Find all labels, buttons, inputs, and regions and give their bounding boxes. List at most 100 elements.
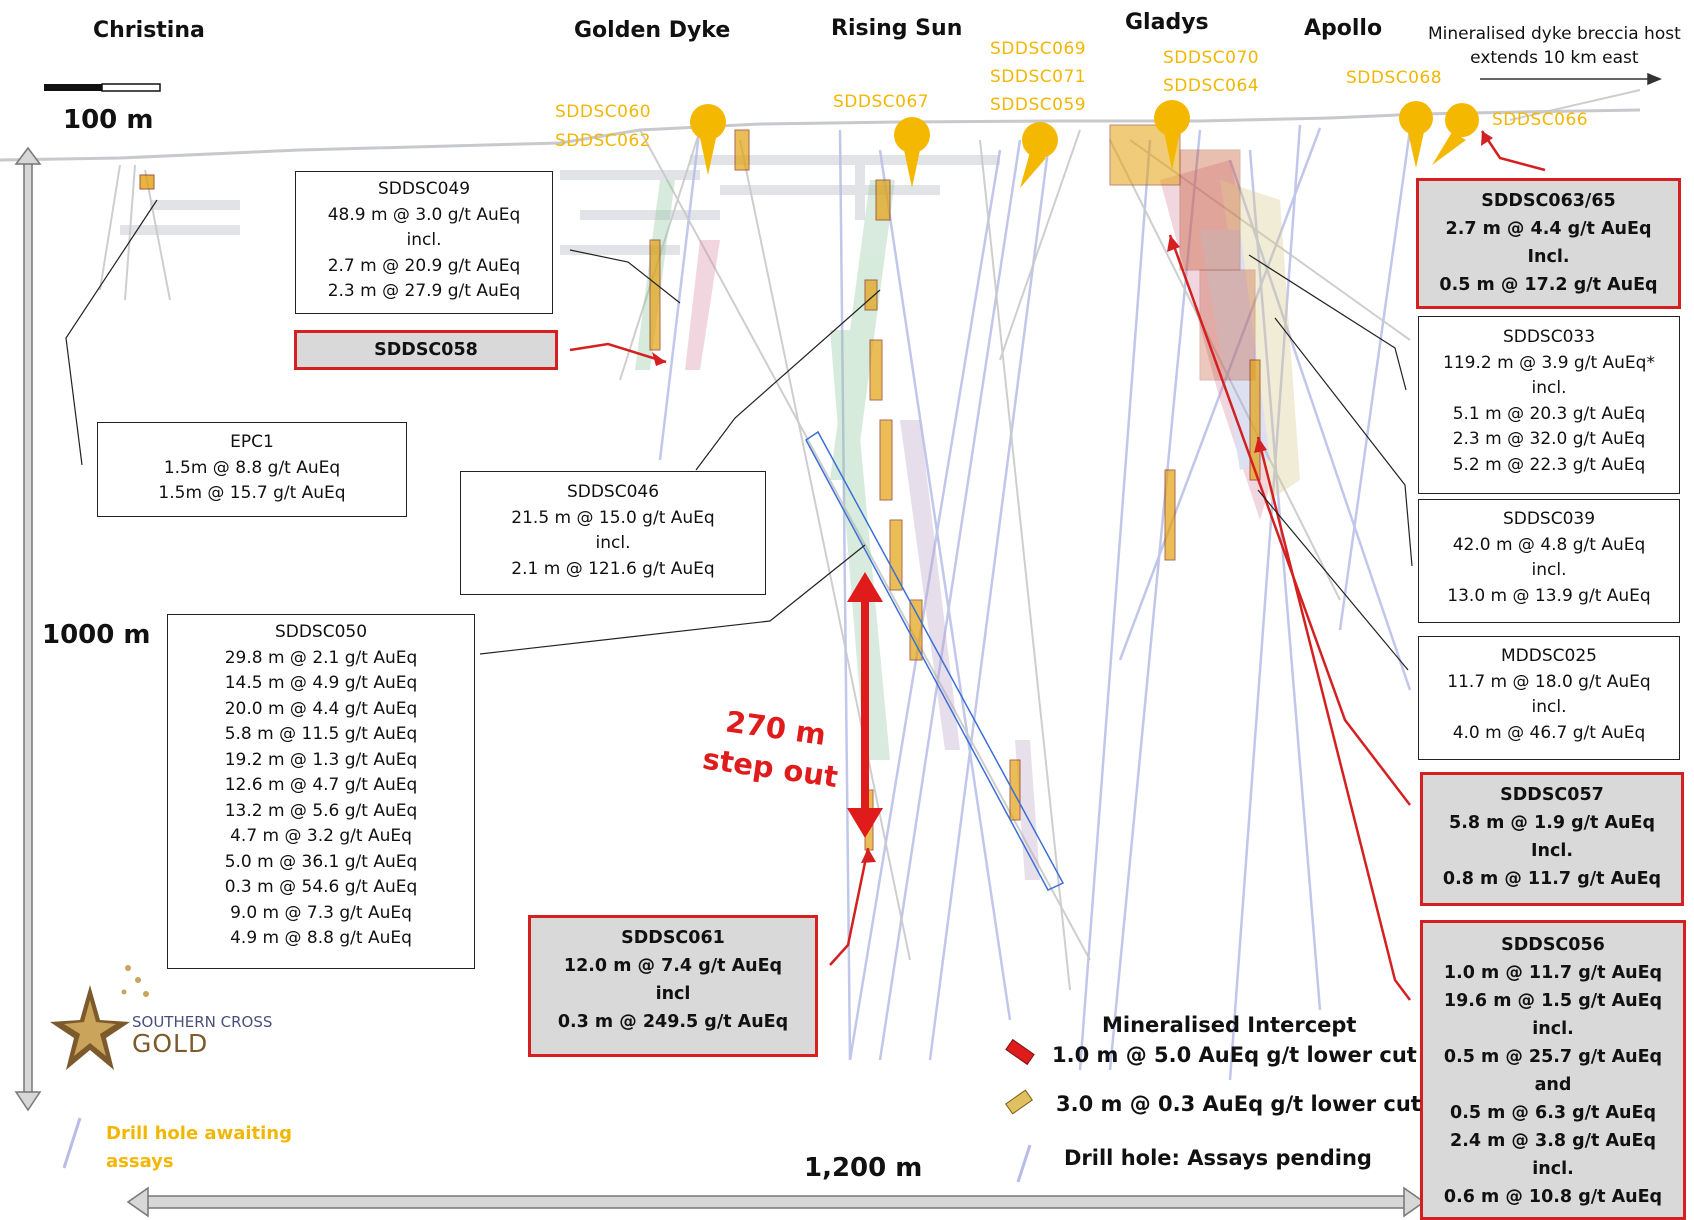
callout-sddsc033: SDDSC033 119.2 m @ 3.9 g/t AuEq* incl. 5…	[1418, 316, 1680, 494]
awaiting-line2: assays	[106, 1151, 174, 1172]
callout-line: incl.	[1531, 378, 1567, 398]
east-arrow	[1480, 72, 1662, 86]
scale-bar-light	[101, 83, 161, 92]
callout-line: EPC1	[230, 432, 274, 452]
callout-sddsc061: SDDSC061 12.0 m @ 7.4 g/t AuEq incl 0.3 …	[528, 915, 818, 1057]
hole-label-sddsc062: SDDSC062	[555, 131, 652, 151]
hole-label-sddsc071: SDDSC071	[990, 67, 1087, 87]
callout-line: and	[1534, 1075, 1572, 1095]
callout-line: 13.0 m @ 13.9 g/t AuEq	[1447, 585, 1651, 606]
awaiting-assays-icon	[62, 1117, 82, 1169]
zone-apollo: Apollo	[1304, 16, 1383, 41]
hole-label-sddsc066: SDDSC066	[1492, 110, 1589, 130]
legend-low-grade-label: 3.0 m @ 0.3 AuEq g/t lower cut	[1056, 1092, 1421, 1116]
callout-sddsc050: SDDSC050 29.8 m @ 2.1 g/t AuEq 14.5 m @ …	[167, 614, 475, 969]
callout-line: SDDSC063/65	[1481, 191, 1616, 211]
callout-line: 5.2 m @ 22.3 g/t AuEq	[1452, 454, 1646, 475]
vertical-scale-arrow	[14, 146, 42, 1112]
horizontal-scale-arrow	[126, 1186, 1426, 1218]
callout-sddsc063-65: SDDSC063/65 2.7 m @ 4.4 g/t AuEq Incl. 0…	[1416, 178, 1681, 309]
callout-line: incl.	[1532, 1159, 1574, 1179]
awaiting-line1: Drill hole awaiting	[106, 1123, 292, 1144]
callout-line: 0.3 m @ 249.5 g/t AuEq	[557, 1012, 789, 1032]
callout-line: 11.7 m @ 18.0 g/t AuEq	[1447, 671, 1651, 692]
callout-line: 2.1 m @ 121.6 g/t AuEq	[511, 558, 715, 579]
callout-sddsc046: SDDSC046 21.5 m @ 15.0 g/t AuEq incl. 2.…	[460, 471, 766, 595]
zone-rising-sun: Rising Sun	[831, 16, 963, 41]
hole-label-sddsc059: SDDSC059	[990, 95, 1087, 115]
callout-line: 1.0 m @ 11.7 g/t AuEq	[1443, 963, 1663, 983]
callout-sddsc049: SDDSC049 48.9 m @ 3.0 g/t AuEq incl. 2.7…	[295, 171, 553, 314]
callout-line: incl.	[1531, 560, 1567, 580]
step-out-arrow	[847, 572, 883, 838]
hole-label-sddsc070: SDDSC070	[1163, 48, 1260, 68]
zone-gladys: Gladys	[1125, 10, 1209, 35]
scale-bar-dark	[44, 84, 102, 91]
east-note-line2: extends 10 km east	[1470, 48, 1639, 68]
callout-line: Incl.	[1527, 247, 1570, 267]
callout-line: 48.9 m @ 3.0 g/t AuEq	[327, 204, 521, 225]
callout-line: 2.3 m @ 32.0 g/t AuEq	[1452, 429, 1646, 449]
callout-line: SDDSC046	[566, 482, 660, 502]
callout-line: 0.5 m @ 6.3 g/t AuEq	[1450, 1103, 1656, 1123]
callout-line: incl	[655, 984, 691, 1004]
surface-line	[0, 108, 1641, 162]
callout-line: 42.0 m @ 4.8 g/t AuEq	[1452, 534, 1646, 555]
pending-drill-holes	[658, 124, 1412, 1081]
east-note: Mineralised dyke breccia host extends 10…	[1428, 22, 1681, 70]
callout-line: MDDSC025	[1501, 646, 1597, 666]
zone-christina: Christina	[93, 18, 205, 43]
callout-line: 5.8 m @ 11.5 g/t AuEq	[224, 724, 418, 744]
callout-line: 4.9 m @ 8.8 g/t AuEq	[230, 928, 412, 948]
callout-line: 0.8 m @ 11.7 g/t AuEq	[1442, 869, 1662, 889]
logo-line1: SOUTHERN CROSS	[132, 1013, 273, 1031]
legend-pending-icon	[1016, 1144, 1032, 1183]
planned-hole-pins	[690, 100, 1479, 188]
black-leader-lines	[65, 199, 1413, 671]
legend-high-grade-icon	[1005, 1038, 1035, 1066]
callout-line: SDDSC057	[1500, 785, 1604, 805]
callout-line: 21.5 m @ 15.0 g/t AuEq	[511, 507, 715, 528]
callout-line: incl.	[1532, 1019, 1574, 1039]
callout-line: SDDSC050	[274, 622, 368, 642]
callout-line: 14.5 m @ 4.9 g/t AuEq	[224, 673, 418, 693]
callout-line: 119.2 m @ 3.9 g/t AuEq*	[1443, 352, 1655, 373]
callout-mddsc025: MDDSC025 11.7 m @ 18.0 g/t AuEq incl. 4.…	[1418, 636, 1680, 760]
callout-line: 2.3 m @ 27.9 g/t AuEq	[327, 281, 521, 301]
callout-line: 12.6 m @ 4.7 g/t AuEq	[224, 775, 418, 795]
callout-line: SDDSC033	[1502, 327, 1596, 347]
callout-line: 12.0 m @ 7.4 g/t AuEq	[563, 956, 783, 976]
callout-line: 19.6 m @ 1.5 g/t AuEq	[1443, 991, 1663, 1011]
red-leader-heads	[652, 131, 1493, 863]
callout-line: SDDSC061	[621, 928, 725, 948]
callout-line: 20.0 m @ 4.4 g/t AuEq	[224, 698, 418, 719]
callout-line: SDDSC049	[377, 179, 471, 199]
hole-label-sddsc064: SDDSC064	[1163, 76, 1260, 96]
hole-label-sddsc060: SDDSC060	[555, 102, 652, 122]
callout-line: 4.7 m @ 3.2 g/t AuEq	[230, 826, 412, 846]
callout-line: 13.2 m @ 5.6 g/t AuEq	[224, 800, 418, 821]
vertical-scale-label: 1000 m	[42, 620, 151, 650]
awaiting-assays-label: Drill hole awaiting assays	[106, 1120, 292, 1176]
hole-label-sddsc068: SDDSC068	[1346, 68, 1443, 88]
callout-line: 1.5m @ 15.7 g/t AuEq	[158, 483, 346, 503]
callout-line: 4.0 m @ 46.7 g/t AuEq	[1452, 722, 1646, 743]
callout-line: SDDSC039	[1502, 509, 1596, 529]
callout-line: SDDSC056	[1501, 935, 1605, 955]
callout-line: 0.5 m @ 17.2 g/t AuEq	[1439, 275, 1658, 295]
callout-sddsc039: SDDSC039 42.0 m @ 4.8 g/t AuEq incl. 13.…	[1418, 499, 1680, 623]
callout-line: 2.7 m @ 20.9 g/t AuEq	[327, 255, 521, 276]
callout-line: incl.	[1531, 697, 1567, 717]
callout-line: incl.	[595, 533, 631, 553]
legend-title: Mineralised Intercept	[1102, 1013, 1357, 1037]
drilled-holes	[99, 89, 1641, 991]
callout-line: 19.2 m @ 1.3 g/t AuEq	[224, 749, 418, 770]
hole-label-sddsc067: SDDSC067	[833, 92, 930, 112]
callout-line: 0.6 m @ 10.8 g/t AuEq	[1443, 1187, 1663, 1207]
callout-line: 5.0 m @ 36.1 g/t AuEq	[224, 851, 418, 872]
callout-line: Incl.	[1531, 841, 1573, 861]
callout-line: 2.4 m @ 3.8 g/t AuEq	[1450, 1131, 1656, 1151]
hole-label-sddsc069: SDDSC069	[990, 39, 1087, 59]
legend-pending-label: Drill hole: Assays pending	[1064, 1146, 1372, 1170]
callout-line: 0.3 m @ 54.6 g/t AuEq	[224, 877, 418, 897]
